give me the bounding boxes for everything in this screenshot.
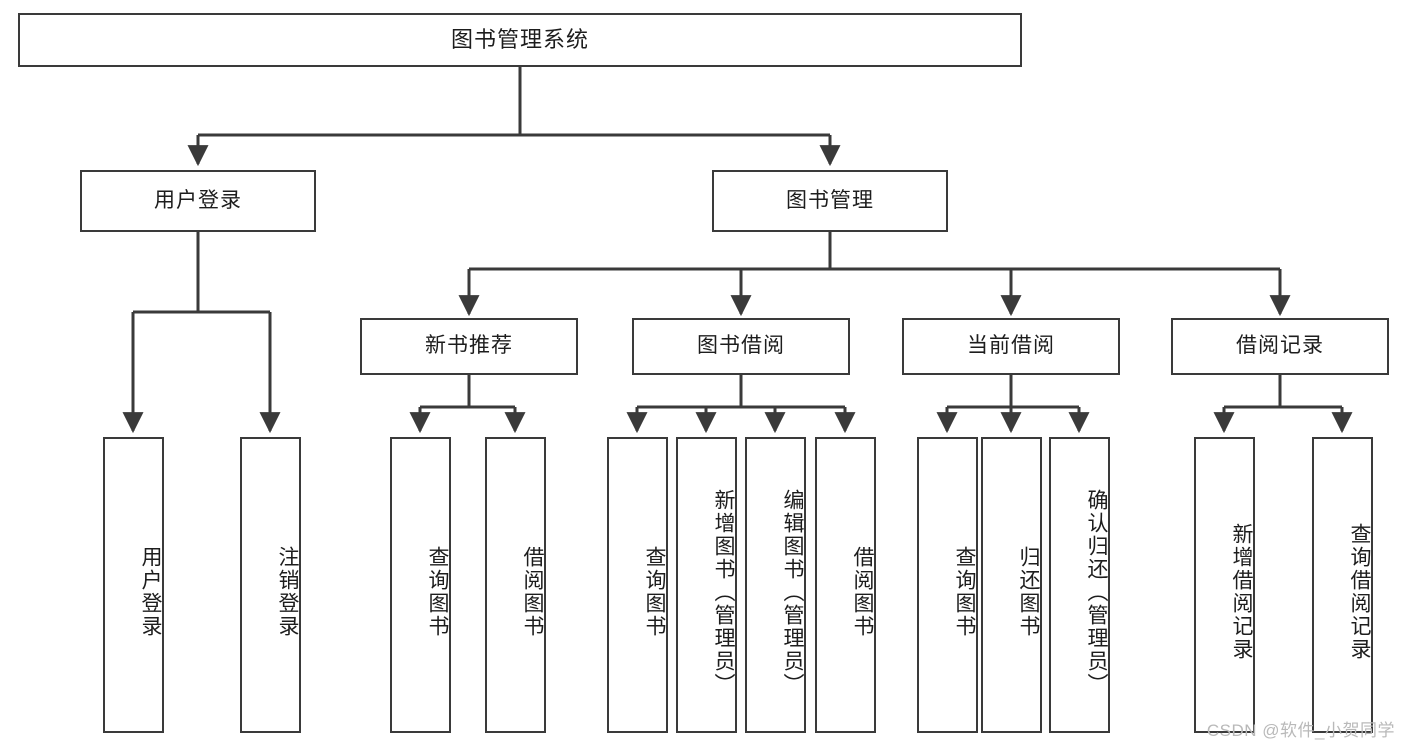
node-leaf-query-book-2-label: 查询图书 xyxy=(643,546,666,638)
node-leaf-user-login[interactable]: 用户登录 xyxy=(103,437,164,733)
node-leaf-edit-book-label: 编辑图书（管理员） xyxy=(781,488,804,696)
node-leaf-logout[interactable]: 注销登录 xyxy=(240,437,301,733)
node-new-book-recommend[interactable]: 新书推荐 xyxy=(360,318,578,375)
node-book-management-label: 图书管理 xyxy=(786,188,874,212)
node-leaf-confirm-return-label: 确认归还（管理员） xyxy=(1085,488,1108,696)
node-current-borrow-label: 当前借阅 xyxy=(967,334,1055,358)
node-leaf-query-book-1-label: 查询图书 xyxy=(426,546,449,638)
node-leaf-user-login-label: 用户登录 xyxy=(139,546,162,638)
node-leaf-query-book-3[interactable]: 查询图书 xyxy=(917,437,978,733)
node-leaf-confirm-return[interactable]: 确认归还（管理员） xyxy=(1049,437,1110,733)
node-leaf-borrow-book-2-label: 借阅图书 xyxy=(851,546,874,638)
node-new-book-recommend-label: 新书推荐 xyxy=(425,334,513,358)
node-book-borrow[interactable]: 图书借阅 xyxy=(632,318,850,375)
node-leaf-add-record-label: 新增借阅记录 xyxy=(1230,523,1253,661)
node-book-borrow-label: 图书借阅 xyxy=(697,334,785,358)
node-borrow-record[interactable]: 借阅记录 xyxy=(1171,318,1389,375)
node-leaf-query-book-2[interactable]: 查询图书 xyxy=(607,437,668,733)
node-borrow-record-label: 借阅记录 xyxy=(1236,334,1324,358)
node-user-login[interactable]: 用户登录 xyxy=(80,170,316,232)
node-leaf-query-record[interactable]: 查询借阅记录 xyxy=(1312,437,1373,733)
node-leaf-borrow-book-1[interactable]: 借阅图书 xyxy=(485,437,546,733)
node-leaf-query-book-3-label: 查询图书 xyxy=(953,546,976,638)
node-current-borrow[interactable]: 当前借阅 xyxy=(902,318,1120,375)
watermark-text: CSDN @软件_小贺同学 xyxy=(1206,721,1395,740)
node-book-management[interactable]: 图书管理 xyxy=(712,170,948,232)
node-root[interactable]: 图书管理系统 xyxy=(18,13,1022,67)
node-user-login-label: 用户登录 xyxy=(154,188,242,212)
node-leaf-add-book-label: 新增图书（管理员） xyxy=(712,488,735,696)
node-leaf-return-book-label: 归还图书 xyxy=(1017,546,1040,638)
node-leaf-edit-book[interactable]: 编辑图书（管理员） xyxy=(745,437,806,733)
node-leaf-borrow-book-1-label: 借阅图书 xyxy=(521,546,544,638)
node-root-label: 图书管理系统 xyxy=(450,27,589,53)
node-leaf-query-record-label: 查询借阅记录 xyxy=(1348,523,1371,661)
node-leaf-return-book[interactable]: 归还图书 xyxy=(981,437,1042,733)
node-leaf-logout-label: 注销登录 xyxy=(276,546,299,638)
node-leaf-add-book[interactable]: 新增图书（管理员） xyxy=(676,437,737,733)
node-leaf-query-book-1[interactable]: 查询图书 xyxy=(390,437,451,733)
node-leaf-borrow-book-2[interactable]: 借阅图书 xyxy=(815,437,876,733)
node-leaf-add-record[interactable]: 新增借阅记录 xyxy=(1194,437,1255,733)
